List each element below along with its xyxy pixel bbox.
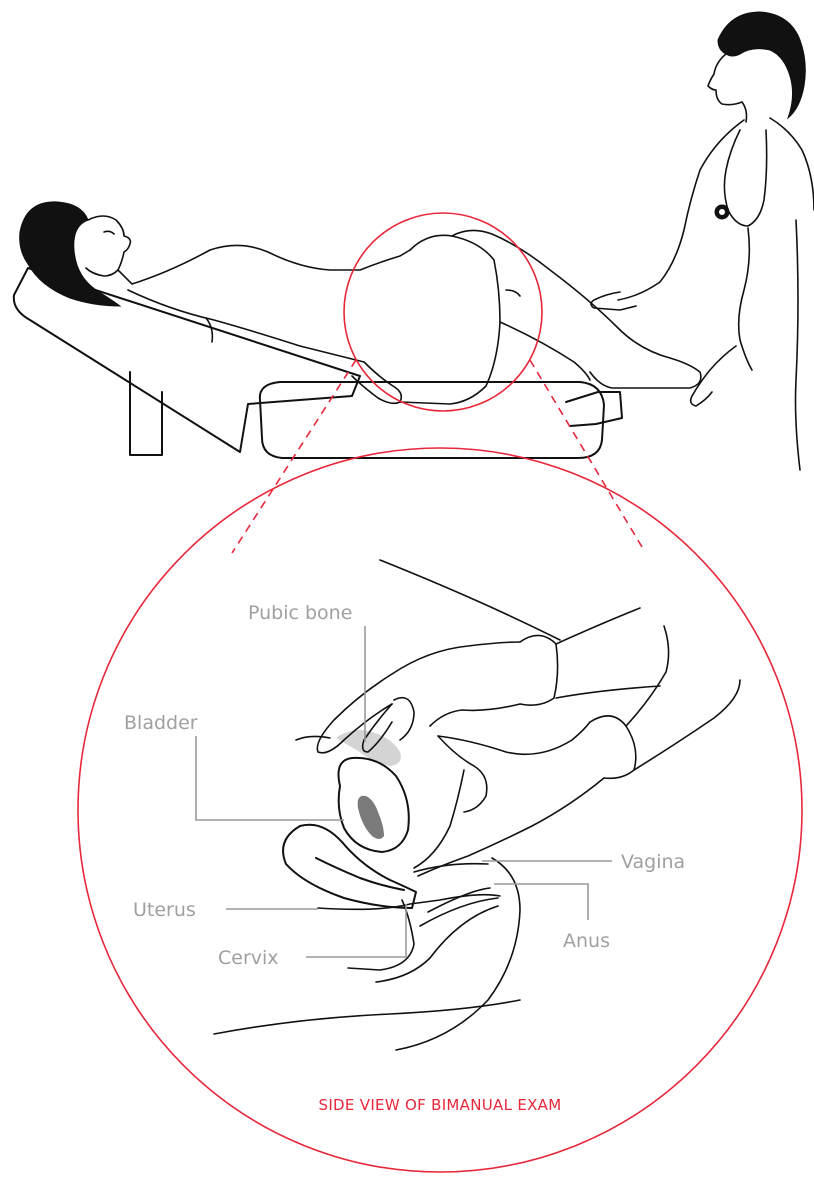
label-cervix: Cervix bbox=[218, 947, 279, 969]
label-vagina: Vagina bbox=[621, 851, 685, 873]
bladder-leader bbox=[196, 736, 344, 820]
label-bladder: Bladder bbox=[124, 712, 198, 734]
anus-leader bbox=[494, 884, 588, 920]
zoom-connector-left bbox=[232, 360, 356, 553]
abdominal-hand bbox=[317, 560, 660, 753]
uterus-cavity bbox=[316, 858, 404, 890]
caption: SIDE VIEW OF BIMANUAL EXAM bbox=[319, 1096, 562, 1114]
magnified-view: Pubic bone Bladder Vagina Uterus Anus Ce… bbox=[78, 448, 802, 1172]
exam-scene bbox=[14, 12, 814, 553]
vaginal-hand bbox=[414, 626, 740, 876]
bladder-inner bbox=[358, 796, 384, 839]
patient bbox=[20, 202, 701, 404]
label-anus: Anus bbox=[563, 930, 610, 952]
doctor bbox=[591, 12, 814, 470]
label-pubic-bone: Pubic bone bbox=[248, 602, 352, 624]
cervix-leader bbox=[306, 904, 406, 957]
magnified-circle bbox=[78, 448, 802, 1172]
label-uterus: Uterus bbox=[133, 899, 196, 921]
